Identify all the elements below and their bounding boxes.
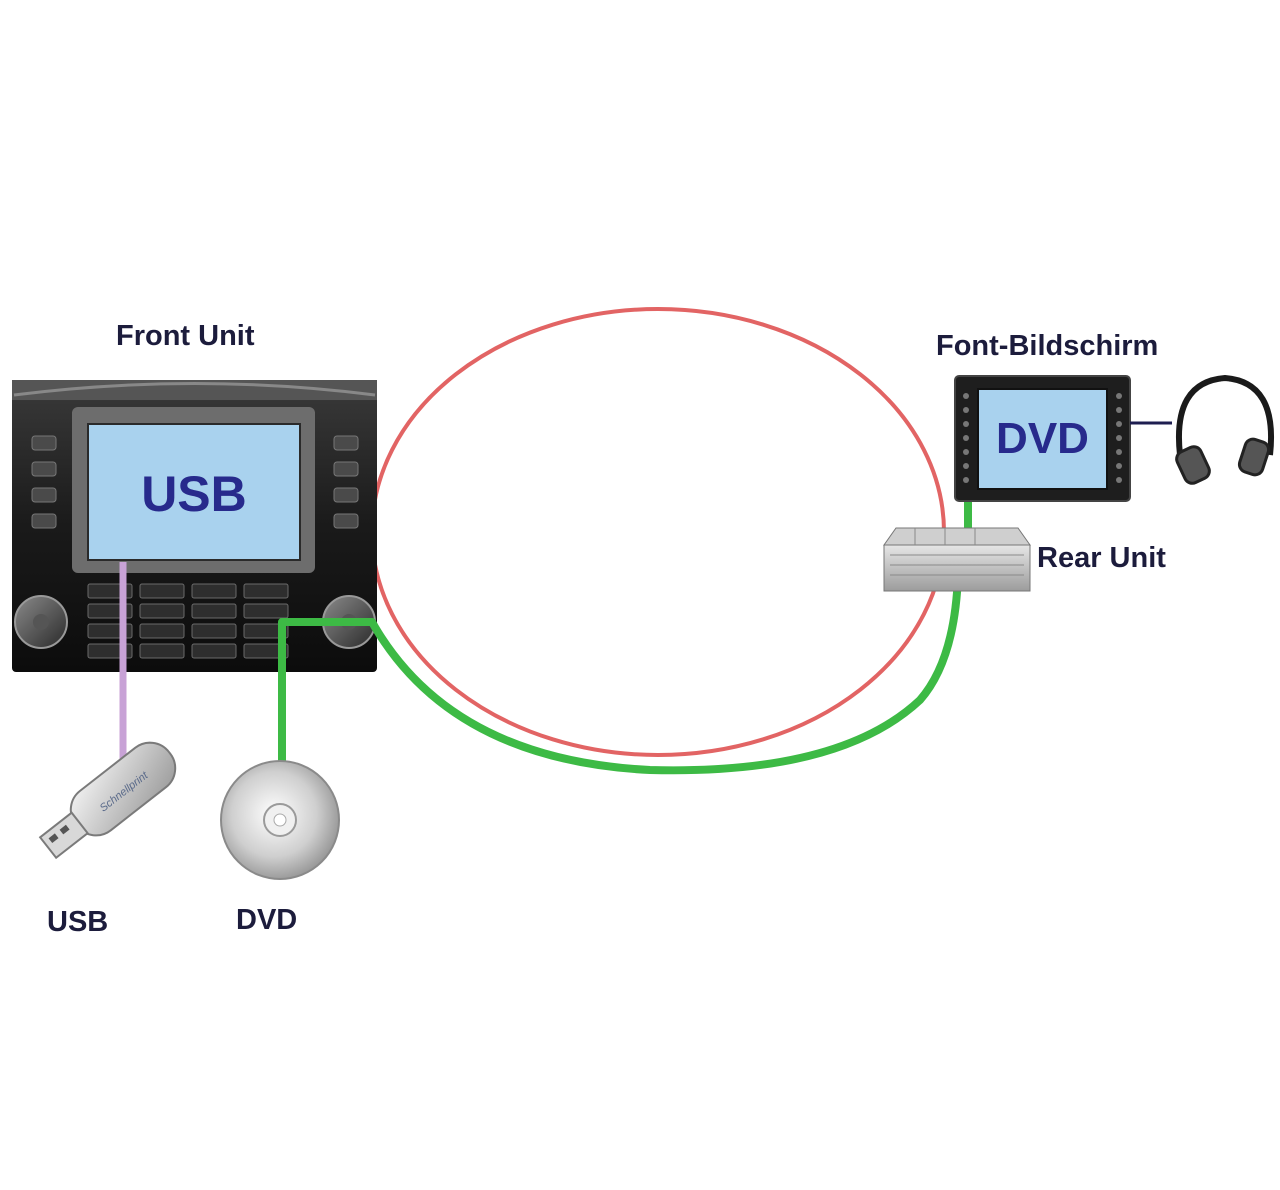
front-unit-screen bbox=[87, 423, 301, 561]
dvd-link-line bbox=[278, 485, 972, 775]
monitor-screen-text: DVD bbox=[996, 414, 1089, 463]
usb-stick-icon: Schnellprint bbox=[38, 741, 177, 860]
rear-unit-box-icon bbox=[883, 527, 1031, 592]
monitor-label: Font-Bildschirm bbox=[936, 330, 1159, 362]
front-screen-text: USB bbox=[141, 466, 247, 522]
rear-monitor bbox=[954, 375, 1131, 502]
dvd-disc-icon bbox=[220, 760, 340, 880]
headphones-icon bbox=[1175, 374, 1274, 485]
rear-monitor-screen bbox=[977, 388, 1108, 490]
connection-ring bbox=[370, 307, 946, 757]
rear-unit-label: Rear Unit bbox=[1037, 542, 1166, 574]
dvd-label: DVD bbox=[236, 904, 298, 936]
front-unit-label: Front Unit bbox=[116, 320, 255, 352]
usb-label: USB bbox=[47, 906, 109, 938]
front-unit-panel bbox=[12, 380, 377, 672]
